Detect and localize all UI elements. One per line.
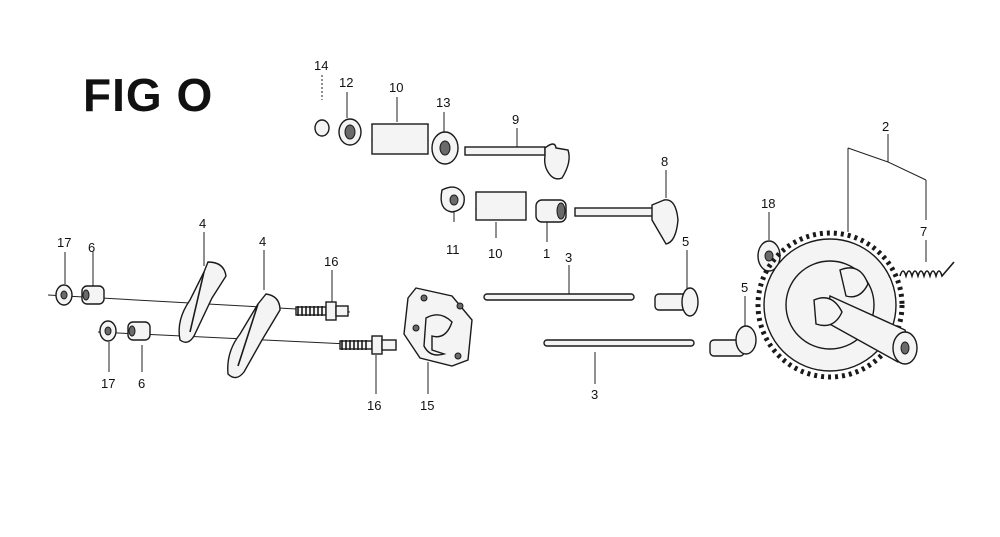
callout-1: 1 [543, 246, 550, 261]
decompressor-spring-part-7[interactable] [899, 261, 955, 279]
intake-valve-part-8[interactable] [574, 199, 679, 245]
valve-cap-part-12[interactable] [338, 118, 362, 146]
callout-16-lower: 16 [367, 398, 381, 413]
exhaust-valve-part-9[interactable] [464, 143, 570, 180]
valve-spring-part-10-upper[interactable] [371, 123, 429, 155]
rocker-stud-part-16-lower[interactable] [339, 335, 397, 355]
callout-12: 12 [339, 75, 353, 90]
callout-8: 8 [661, 154, 668, 169]
valve-spring-part-10-lower[interactable] [475, 191, 527, 221]
push-rod-part-3-lower[interactable] [543, 339, 695, 347]
callout-10-upper: 10 [389, 80, 403, 95]
valve-lifter-part-5-lower[interactable] [709, 325, 757, 357]
callout-17-upper: 17 [57, 235, 71, 250]
camshaft-gear-part-2[interactable] [755, 230, 918, 380]
callout-14: 14 [314, 58, 328, 73]
pushrod-guide-plate-part-15[interactable] [403, 287, 473, 367]
callout-15: 15 [420, 398, 434, 413]
rocker-arm-part-4-right[interactable] [227, 293, 281, 379]
callout-9: 9 [512, 112, 519, 127]
figure-title: FIG O [83, 69, 214, 121]
callout-3-upper: 3 [565, 250, 572, 265]
valve-collet-part-14[interactable] [314, 119, 330, 137]
callout-2: 2 [882, 119, 889, 134]
callout-5-lower: 5 [741, 280, 748, 295]
stem-seal-part-1[interactable] [535, 199, 567, 223]
spring-retainer-part-13[interactable] [431, 131, 459, 165]
callout-10-lower: 10 [488, 246, 502, 261]
adjusting-nut-part-17-upper[interactable] [55, 284, 73, 306]
rocker-arm-part-4-left[interactable] [178, 261, 227, 343]
callout-6-upper: 6 [88, 240, 95, 255]
spring-seat-part-11[interactable] [440, 186, 465, 213]
callout-18: 18 [761, 196, 775, 211]
push-rod-part-3-upper[interactable] [483, 293, 635, 301]
callout-labels: 14 12 10 13 9 8 11 10 1 2 7 18 17 6 4 4 … [57, 58, 927, 413]
callout-4-right: 4 [259, 234, 266, 249]
callout-16-upper: 16 [324, 254, 338, 269]
leader-lines [64, 75, 927, 394]
callout-11: 11 [446, 242, 460, 257]
callout-5-upper: 5 [682, 234, 689, 249]
callout-17-lower: 17 [101, 376, 115, 391]
callout-7: 7 [920, 224, 927, 239]
adjusting-nut-part-17-lower[interactable] [99, 320, 117, 342]
rocker-pivot-part-6-upper[interactable] [81, 285, 105, 305]
rocker-stud-part-16-upper[interactable] [295, 301, 349, 321]
callout-4-left: 4 [199, 216, 206, 231]
valve-lifter-part-5-upper[interactable] [654, 287, 699, 317]
callout-6-lower: 6 [138, 376, 145, 391]
callout-13: 13 [436, 95, 450, 110]
rocker-pivot-part-6-lower[interactable] [127, 321, 151, 341]
callout-3-lower: 3 [591, 387, 598, 402]
